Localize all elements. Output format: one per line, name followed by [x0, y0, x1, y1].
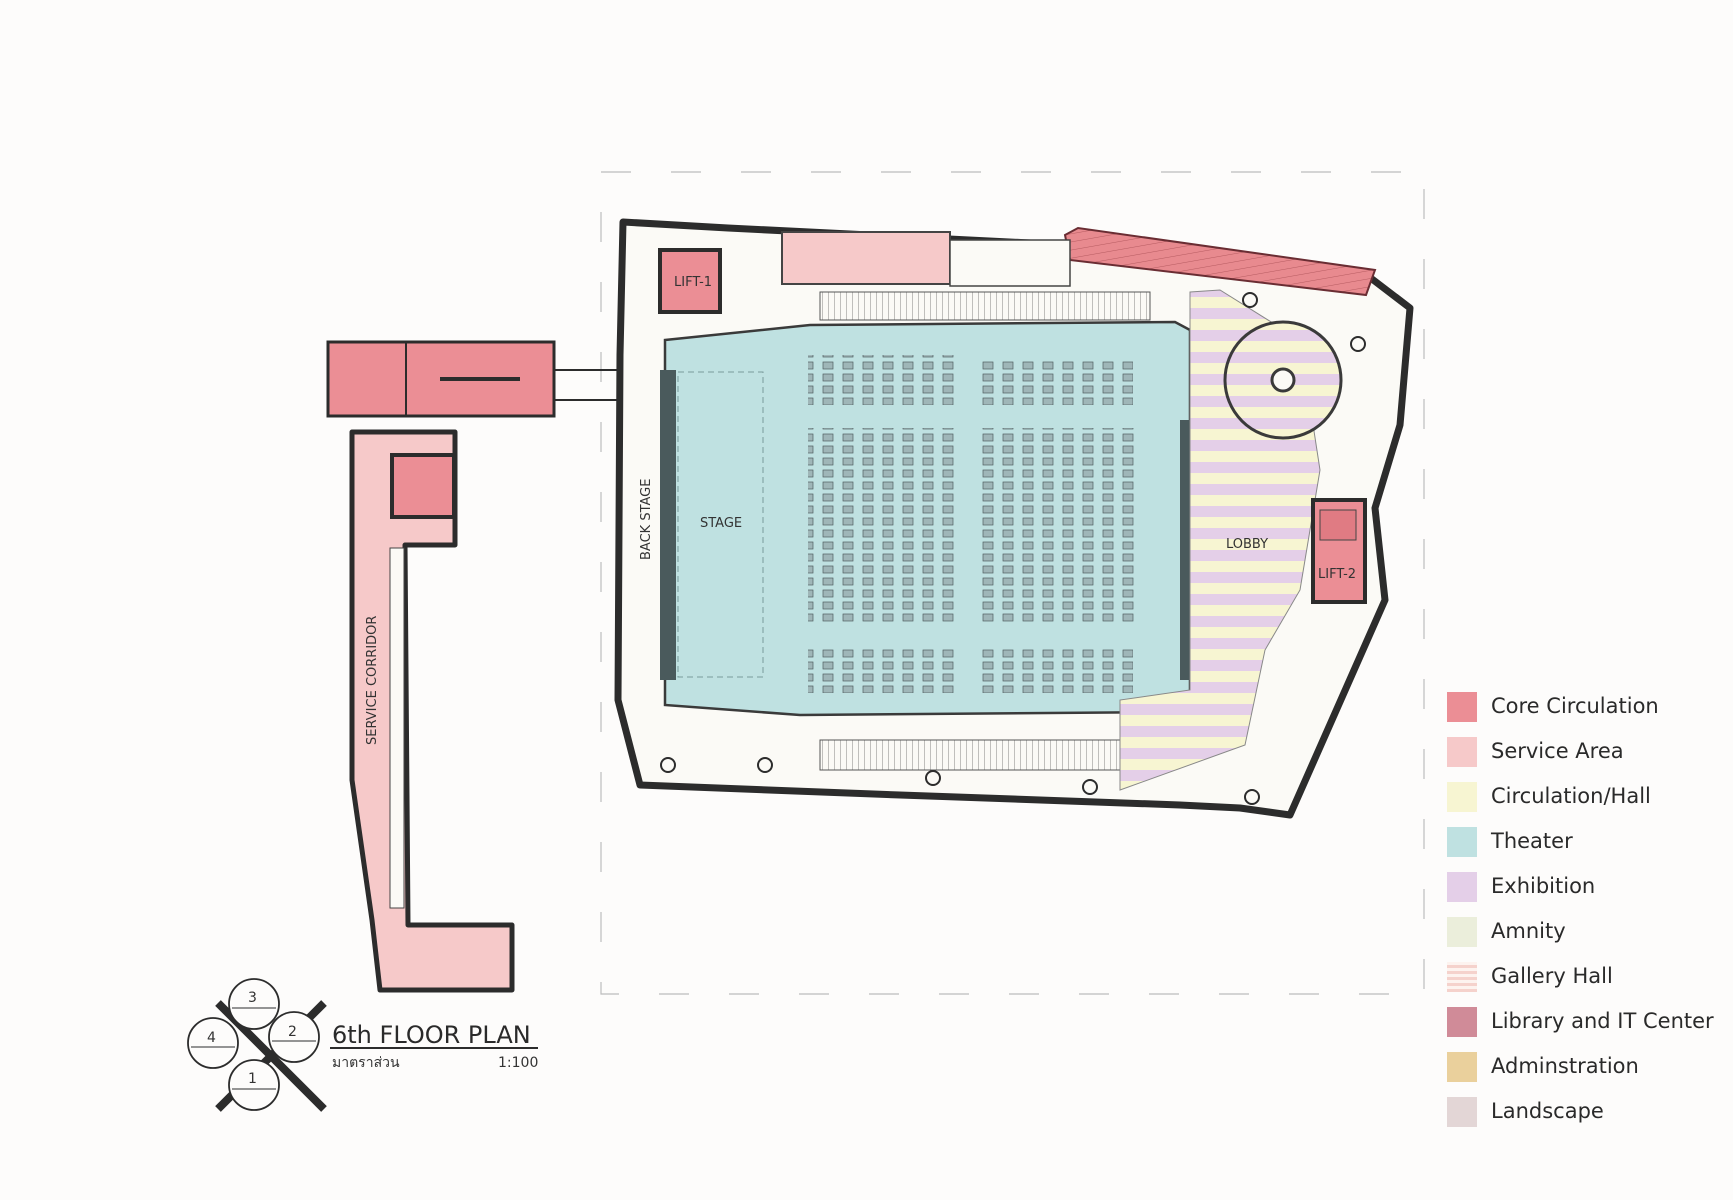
site-boundary: [600, 171, 1425, 995]
legend-item: Core Circulation: [1425, 678, 1725, 723]
seating-block-bottom-right: [978, 648, 1133, 693]
legend-swatch: [1447, 692, 1477, 722]
service-corridor-inner: [389, 547, 405, 909]
legend-label: Exhibition: [1491, 874, 1596, 898]
legend-item: Adminstration: [1425, 1038, 1725, 1083]
legend-label: Service Area: [1491, 739, 1624, 763]
legend-label: Theater: [1491, 829, 1573, 853]
seating-block-mid-left: [808, 428, 958, 623]
legend-swatch: [1447, 1052, 1477, 1082]
scale-value: 1:100: [498, 1055, 538, 1071]
service-corridor-label: SERVICE CORRIDOR: [365, 616, 380, 745]
stage-outline: [677, 371, 764, 678]
legend-item: Amnity: [1425, 903, 1725, 948]
legend-label: Circulation/Hall: [1491, 784, 1651, 808]
compass-label-2: 2: [288, 1024, 297, 1040]
lift2-inner: [1319, 509, 1357, 541]
legend-label: Core Circulation: [1491, 694, 1659, 718]
stair-top: [819, 291, 1151, 321]
seating-block-top-left: [808, 355, 958, 405]
legend-item: Library and IT Center: [1425, 993, 1725, 1038]
back-stage-label: BACK STAGE: [639, 479, 654, 560]
compass-label-3: 3: [248, 990, 257, 1006]
back-stage-wall: [660, 370, 676, 680]
legend-item: Gallery Hall: [1425, 948, 1725, 993]
stair-bottom: [819, 739, 1121, 771]
legend-swatch: [1447, 1097, 1477, 1127]
legend-item: Service Area: [1425, 723, 1725, 768]
legend-label: Gallery Hall: [1491, 964, 1613, 988]
legend-item: Circulation/Hall: [1425, 768, 1725, 813]
legend-label: Library and IT Center: [1491, 1009, 1714, 1033]
legend-label: Adminstration: [1491, 1054, 1639, 1078]
lobby-label: LOBBY: [1226, 537, 1268, 552]
legend-swatch: [1447, 962, 1477, 992]
stage-label: STAGE: [700, 516, 742, 531]
legend-swatch: [1447, 1007, 1477, 1037]
compass-rose: 3 2 1 4: [187, 978, 327, 1112]
service-lift-shaft: [390, 453, 456, 519]
legend-swatch: [1447, 917, 1477, 947]
scale-label: มาตราส่วน: [332, 1055, 400, 1071]
lift2-label: LIFT-2: [1318, 567, 1356, 582]
legend-label: Landscape: [1491, 1099, 1604, 1123]
seating-block-bottom-left: [808, 648, 958, 693]
legend-swatch: [1447, 827, 1477, 857]
service-area-top: [781, 231, 951, 285]
seating-block-mid-right: [978, 428, 1138, 623]
plan-title: 6th FLOOR PLAN: [332, 1021, 531, 1049]
lift1-label: LIFT-1: [674, 275, 712, 290]
lift1-shaft: [658, 248, 722, 314]
spiral-stair-core: [1270, 367, 1296, 393]
legend-swatch: [1447, 782, 1477, 812]
legend-swatch: [1447, 872, 1477, 902]
legend-label: Amnity: [1491, 919, 1566, 943]
seating-block-top-right: [978, 360, 1133, 405]
compass-label-1: 1: [248, 1071, 257, 1087]
legend-item: Exhibition: [1425, 858, 1725, 903]
legend-swatch: [1447, 737, 1477, 767]
legend-item: Landscape: [1425, 1083, 1725, 1128]
legend-item: Theater: [1425, 813, 1725, 858]
compass-label-4: 4: [207, 1030, 216, 1046]
service-area-top-2: [949, 239, 1071, 287]
theater-side-wall-right: [1180, 420, 1190, 680]
